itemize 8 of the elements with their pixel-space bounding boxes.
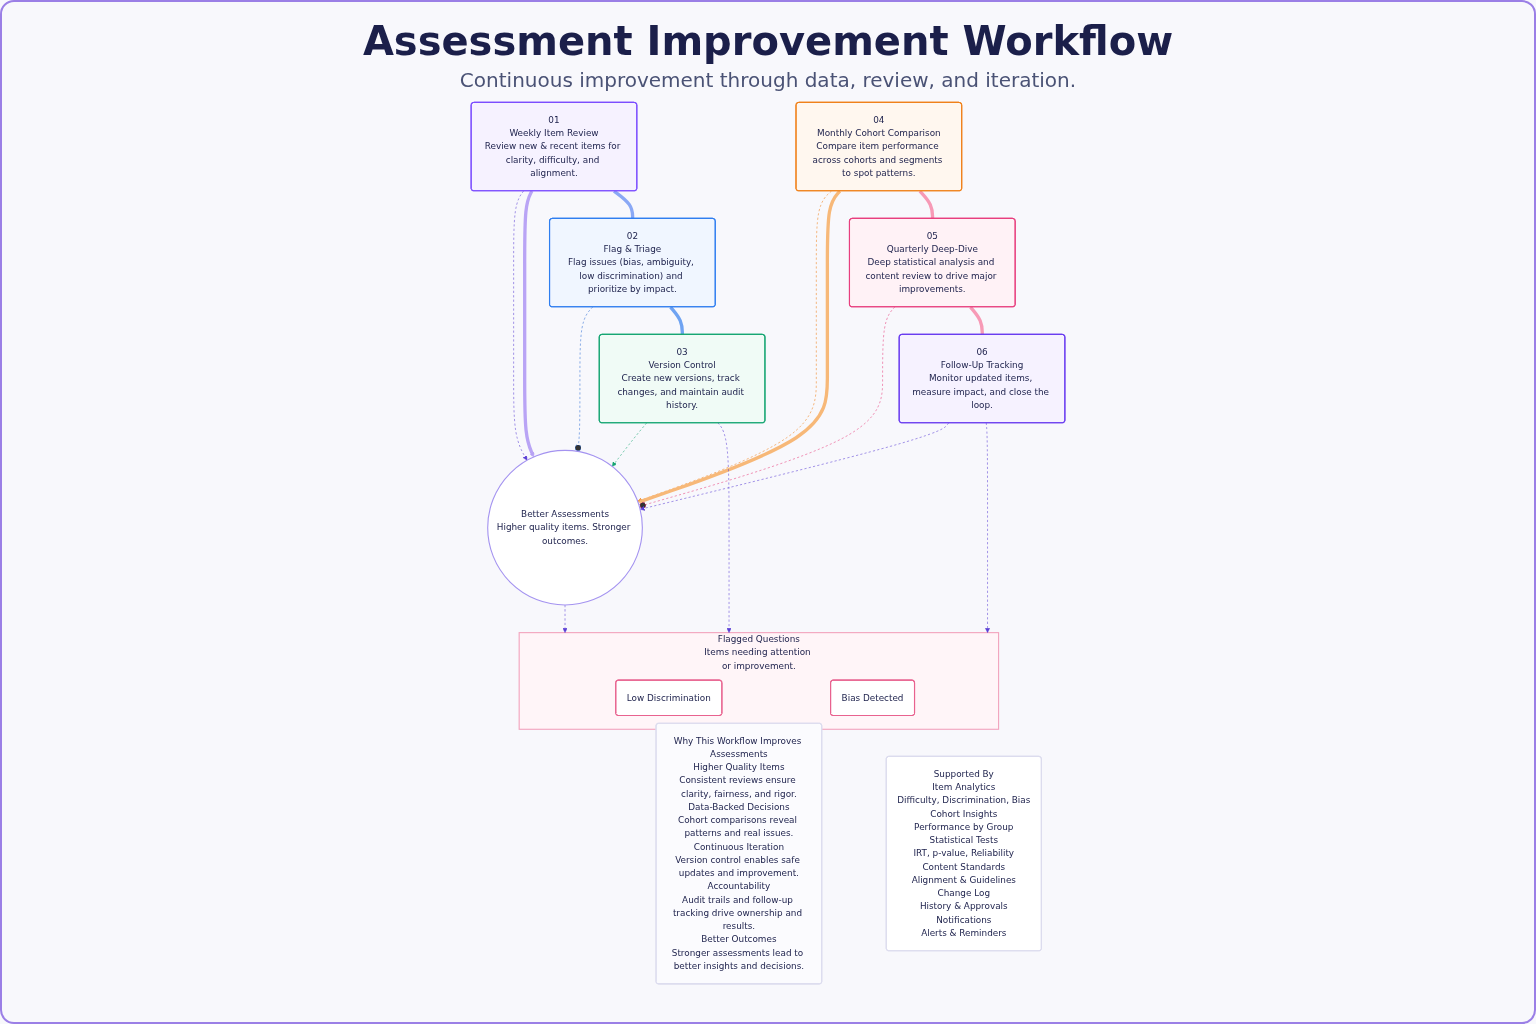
arrow	[523, 190, 535, 458]
node-circle: Better Assessments Higher quality items. Stronger outcomes.	[487, 449, 643, 606]
connector	[669, 305, 685, 335]
connector	[969, 305, 984, 335]
connector	[918, 189, 935, 219]
title: Assessment Improvement Workflow	[362, 18, 1174, 64]
subtitle: Continuous improvement through data, review, and iteration.	[459, 68, 1077, 92]
connector	[613, 189, 635, 219]
